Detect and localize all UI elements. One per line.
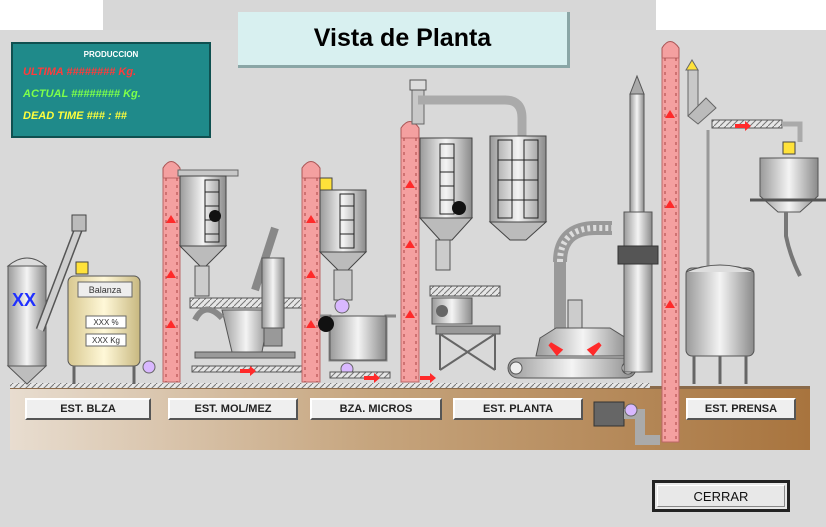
pellet-cooler bbox=[507, 221, 637, 379]
page-title: Vista de Planta bbox=[313, 24, 492, 52]
silo-marker: XX bbox=[12, 290, 37, 310]
sensor-icon bbox=[334, 298, 350, 314]
plant-bins bbox=[418, 135, 548, 383]
scale-title: Balanza bbox=[88, 285, 122, 295]
screw-conveyor bbox=[35, 214, 89, 332]
station-button-planta[interactable]: EST. PLANTA bbox=[453, 398, 583, 420]
close-button[interactable]: CERRAR bbox=[652, 480, 790, 512]
hopper-bin-1 bbox=[178, 175, 228, 297]
press-area bbox=[685, 59, 826, 384]
production-last-unit: Kg. bbox=[118, 66, 137, 78]
production-row-dead-time: DEAD TIME ### : ## bbox=[23, 110, 127, 122]
production-panel: PRODUCCION ULTIMA ######## Kg. ACTUAL ##… bbox=[11, 42, 211, 138]
micro-bins bbox=[318, 189, 396, 383]
production-current-unit: Kg. bbox=[123, 88, 141, 100]
station-button-bza-micros[interactable]: BZA. MICROS bbox=[310, 398, 442, 420]
bucket-elevator-4 bbox=[661, 41, 680, 443]
left-silo bbox=[6, 257, 48, 385]
scale-tank bbox=[67, 275, 141, 384]
production-last-label: ULTIMA bbox=[23, 66, 64, 78]
sensor-icon bbox=[142, 360, 156, 374]
sensor-icon bbox=[624, 403, 638, 417]
bucket-elevator-2 bbox=[301, 161, 333, 383]
scale-percent: XXX % bbox=[93, 318, 119, 327]
mill-mixer bbox=[189, 226, 311, 376]
production-row-last: ULTIMA ######## Kg. bbox=[23, 66, 136, 78]
production-last-value: ######## bbox=[66, 66, 116, 78]
production-current-value: ######## bbox=[71, 88, 121, 100]
production-row-current: ACTUAL ######## Kg. bbox=[23, 88, 141, 100]
floor-grating bbox=[10, 383, 650, 388]
window-title-box: Vista de Planta bbox=[238, 12, 570, 68]
exhaust-column bbox=[617, 74, 659, 373]
production-title: PRODUCCION bbox=[83, 50, 139, 59]
motor-unit bbox=[593, 401, 660, 445]
production-current-label: ACTUAL bbox=[23, 88, 69, 100]
production-dead-time-label: DEAD TIME bbox=[23, 110, 84, 122]
station-button-prensa[interactable]: EST. PRENSA bbox=[686, 398, 796, 420]
top-pipe bbox=[409, 79, 527, 136]
scale-weight: XXX Kg bbox=[91, 336, 120, 345]
station-button-mol-mez[interactable]: EST. MOL/MEZ bbox=[168, 398, 298, 420]
station-button-blza[interactable]: EST. BLZA bbox=[25, 398, 151, 420]
production-dead-time-value: ### : ## bbox=[86, 110, 127, 122]
bucket-elevator-1 bbox=[162, 161, 239, 383]
